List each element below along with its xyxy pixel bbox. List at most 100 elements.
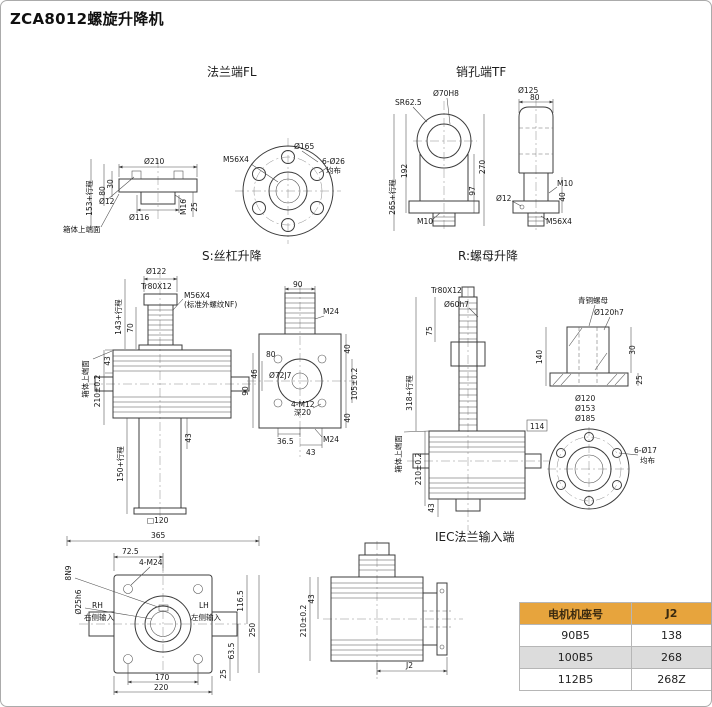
inp-dim-dia25: Ø25h6 bbox=[74, 589, 83, 614]
s-dim-m56x4: M56X4 bbox=[184, 291, 210, 300]
fl-dim-holes: 6-Ø26 bbox=[322, 157, 345, 166]
tf-dim-dia125: Ø125 bbox=[518, 86, 538, 95]
inp-lh-text: 左侧输入 bbox=[191, 612, 221, 622]
fl-side-geometry bbox=[118, 178, 198, 205]
section-title-r: R:螺母升降 bbox=[458, 249, 519, 263]
fl-dim-evenly: 均布 bbox=[326, 165, 341, 175]
s-front-view: 90 M24 80 46 90 Ø72J7 4-M12 深20 36.5 43 … bbox=[241, 280, 359, 457]
s-thread-note: (标准外螺纹NF) bbox=[184, 299, 237, 309]
input-end-geometry bbox=[88, 574, 238, 674]
tf-dim-40: 40 bbox=[558, 192, 567, 202]
s-front-dim-lines bbox=[252, 286, 353, 448]
r-dim-210: 210±0.2 bbox=[414, 453, 423, 486]
table-header-frame: 电机机座号 bbox=[519, 602, 632, 625]
inp-dim-1165: 116.5 bbox=[236, 590, 245, 612]
tf-dim-m10: M10 bbox=[417, 217, 433, 226]
tf-dim-80: 80 bbox=[530, 93, 540, 102]
iec-dim-43: 43 bbox=[307, 594, 316, 604]
s-dim-70: 70 bbox=[126, 323, 135, 333]
inp-dim-170: 170 bbox=[155, 673, 170, 682]
r-nut-label: 青铜螺母 bbox=[578, 295, 608, 305]
table-row: 100B5 268 bbox=[519, 646, 711, 669]
tf-dim-270: 270 bbox=[478, 160, 487, 175]
iec-geometry bbox=[330, 542, 448, 662]
fl-dim-30: 30 bbox=[106, 179, 115, 189]
fl-dim-dia165: Ø165 bbox=[294, 142, 314, 151]
inp-dim-250: 250 bbox=[248, 623, 257, 638]
fl-dim-25: 25 bbox=[190, 202, 199, 212]
s-dim-43b: 43 bbox=[184, 433, 193, 443]
tf-side-geometry bbox=[512, 106, 560, 227]
iec-dim-210: 210±0.2 bbox=[299, 605, 308, 638]
r-dim-140: 140 bbox=[535, 350, 544, 365]
s-elevation-dim-lines bbox=[92, 276, 188, 514]
cell-j2-1: 268 bbox=[631, 646, 711, 669]
s-dim-40a: 40 bbox=[343, 344, 352, 354]
motor-frame-table: 电机机座号 J2 90B5 138 100B5 268 112B5 268Z bbox=[519, 602, 711, 691]
r-nut-detail: 青铜螺母 Ø120h7 140 30 25 Ø120 Ø153 Ø185 bbox=[535, 295, 644, 423]
cell-j2-0: 138 bbox=[631, 624, 711, 647]
fl-front-geometry bbox=[242, 145, 334, 237]
tf-front-view: SR62.5 Ø70H8 192 265+行程 270 97 M10 bbox=[387, 89, 487, 231]
r-dim-dia120: Ø120 bbox=[575, 394, 595, 403]
iec-dim-j2: J2 bbox=[405, 661, 413, 670]
r-elevation-geometry bbox=[412, 286, 542, 512]
tf-front-geometry bbox=[408, 113, 480, 227]
fl-dim-dia116: Ø116 bbox=[129, 213, 149, 222]
inp-dim-365: 365 bbox=[151, 531, 166, 540]
input-end-holes bbox=[123, 584, 203, 664]
fl-box-top-label: 箱体上端面 bbox=[63, 224, 101, 234]
r-nut-geometry bbox=[549, 326, 629, 387]
r-elevation-dim-lines bbox=[403, 297, 548, 517]
cell-frame-1: 100B5 bbox=[519, 646, 632, 669]
iec-dim-lines bbox=[309, 577, 448, 675]
section-title-s: S:丝杠升降 bbox=[202, 249, 262, 263]
s-dim-210: 210±0.2 bbox=[93, 375, 102, 408]
cell-frame-0: 90B5 bbox=[519, 624, 632, 647]
fl-dim-stroke: 153+行程 bbox=[84, 180, 94, 216]
inp-rh-text: 右侧输入 bbox=[84, 612, 114, 622]
r-dim-dia60: Ø60h7 bbox=[444, 300, 469, 309]
inp-dim-25: 25 bbox=[219, 669, 228, 679]
tf-side-view: Ø125 80 M10 40 Ø12 M56X4 bbox=[496, 86, 573, 231]
inp-dim-220: 220 bbox=[154, 683, 169, 692]
r-dim-114: 114 bbox=[530, 422, 545, 431]
tf-dim-dia12: Ø12 bbox=[496, 194, 512, 203]
table-header-row: 电机机座号 J2 bbox=[519, 602, 711, 625]
r-dim-30: 30 bbox=[628, 345, 637, 355]
r-box-top-label: 箱体上端面 bbox=[393, 435, 403, 473]
tf-dim-m56x4: M56X4 bbox=[546, 217, 572, 226]
tf-dim-192: 192 bbox=[400, 164, 409, 179]
section-title-fl: 法兰端FL bbox=[207, 65, 257, 79]
s-dim-m24top: M24 bbox=[323, 307, 339, 316]
inp-dim-635: 63.5 bbox=[227, 642, 236, 659]
s-dim-46: 46 bbox=[250, 369, 259, 379]
s-dim-sq120: □120 bbox=[147, 516, 169, 525]
tf-side-dim-lines bbox=[511, 99, 563, 222]
inp-dim-holes: 4-M24 bbox=[139, 558, 163, 567]
s-dim-90top: 90 bbox=[293, 280, 303, 289]
fl-side-dim-lines bbox=[90, 159, 198, 228]
tf-dim-stroke: 265+行程 bbox=[387, 179, 397, 215]
r-dim-25: 25 bbox=[635, 375, 644, 385]
r-dim-dia153: Ø153 bbox=[575, 404, 595, 413]
inp-dim-725: 72.5 bbox=[122, 547, 139, 556]
section-title-tf: 销孔端TF bbox=[456, 65, 507, 79]
inp-rh-label: RH bbox=[92, 601, 103, 610]
inp-dim-key: 8N9 bbox=[64, 565, 73, 580]
s-dim-depth: 深20 bbox=[294, 408, 311, 417]
fl-side-view: Ø210 30 80 153+行程 Ø12 Ø116 M16 25 箱体上端面 bbox=[63, 157, 199, 234]
s-dim-43c: 43 bbox=[306, 448, 316, 457]
fl-dim-m16: M16 bbox=[179, 199, 188, 215]
tf-dim-sr: SR62.5 bbox=[395, 98, 422, 107]
s-dim-90left: 90 bbox=[241, 386, 250, 396]
section-title-iec: IEC法兰输入端 bbox=[435, 530, 515, 544]
inp-lh-label: LH bbox=[199, 601, 209, 610]
r-dim-evenly: 均布 bbox=[640, 455, 655, 465]
r-dim-43: 43 bbox=[427, 503, 436, 513]
fl-dim-m56x4: M56X4 bbox=[223, 155, 249, 164]
s-front-holes bbox=[273, 354, 327, 408]
input-end-dim-lines bbox=[66, 536, 260, 695]
